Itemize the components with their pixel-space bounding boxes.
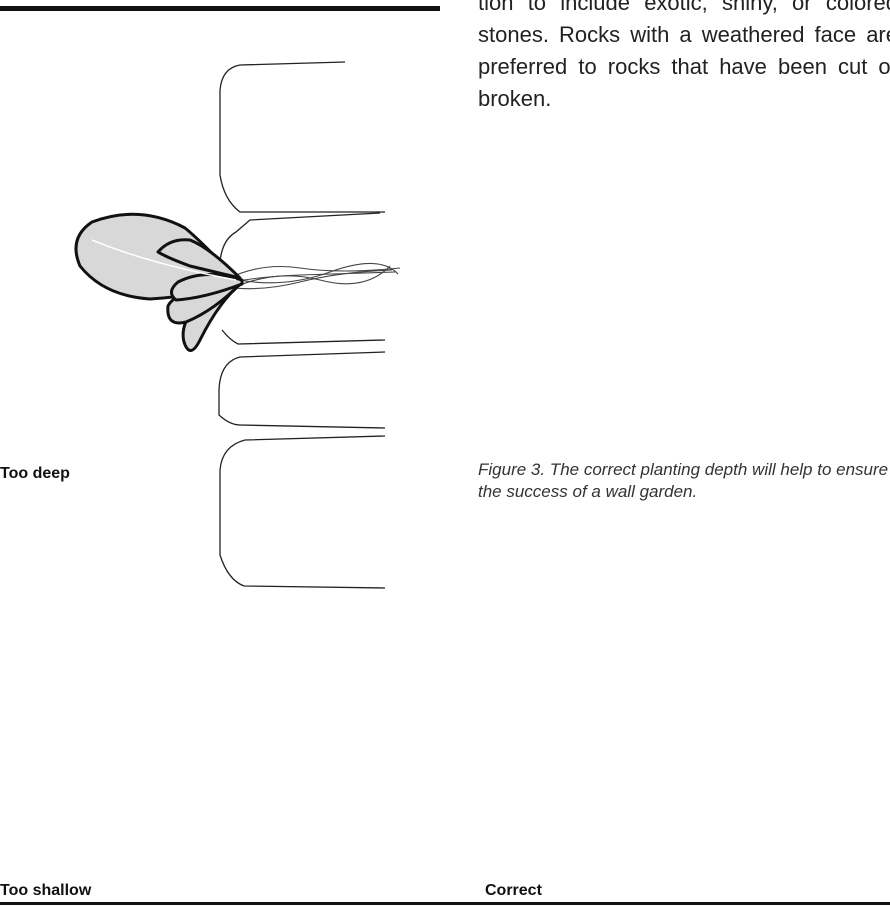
bottom-rule	[0, 902, 890, 905]
label-too-shallow: Too shallow	[0, 882, 91, 900]
root-mass	[225, 263, 400, 290]
wall-stone	[220, 436, 385, 588]
label-too-deep: Too deep	[0, 465, 70, 483]
wall-stone	[219, 352, 385, 428]
wall-stone	[220, 62, 385, 212]
wall-stone	[222, 330, 385, 344]
label-correct: Correct	[485, 882, 542, 900]
too-deep-panel	[76, 62, 400, 588]
wall-stone	[220, 213, 380, 300]
